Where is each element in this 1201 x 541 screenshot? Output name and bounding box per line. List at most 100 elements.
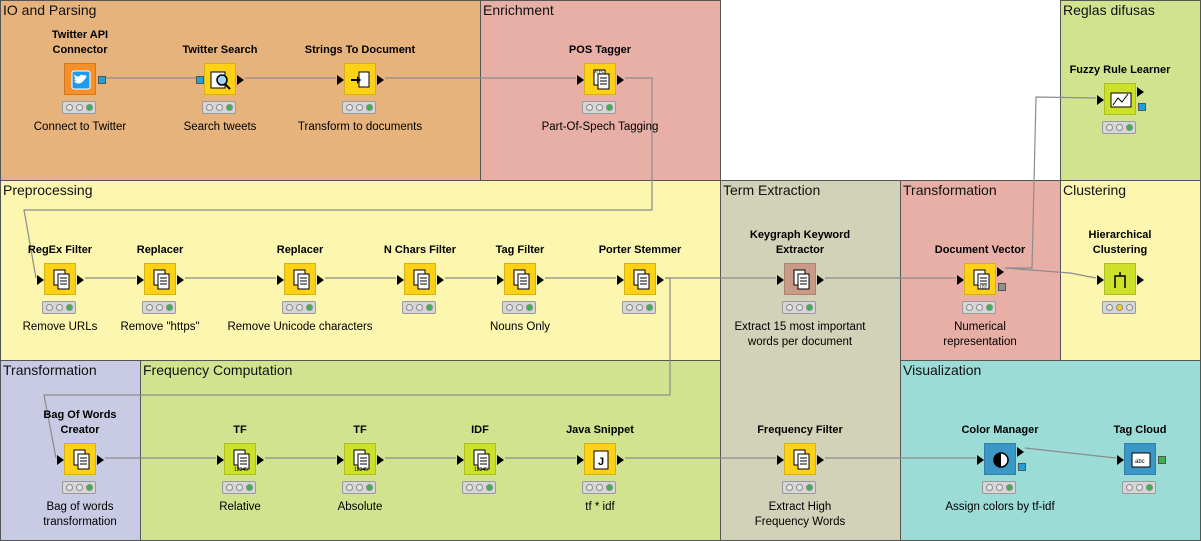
node-description: Connect to Twitter bbox=[33, 121, 127, 133]
output-port[interactable] bbox=[98, 76, 106, 84]
output-port-secondary[interactable] bbox=[1138, 103, 1146, 111]
output-port[interactable] bbox=[317, 275, 324, 285]
input-port[interactable] bbox=[337, 455, 344, 465]
output-port[interactable] bbox=[997, 267, 1004, 277]
connection-colormgr-to-tagcloud[interactable] bbox=[1024, 447, 1117, 459]
svg-text:12345: 12345 bbox=[234, 467, 248, 473]
connection-docvector-to-hier[interactable] bbox=[1004, 267, 1097, 279]
output-port[interactable] bbox=[237, 75, 244, 85]
output-port[interactable] bbox=[437, 275, 444, 285]
document-filter-icon[interactable] bbox=[277, 263, 324, 295]
dendrogram-icon[interactable] bbox=[1097, 263, 1144, 295]
document-filter-icon[interactable] bbox=[57, 443, 104, 475]
input-port[interactable] bbox=[277, 275, 284, 285]
frequency-icon[interactable]: 12345 bbox=[457, 443, 504, 475]
input-port[interactable] bbox=[497, 275, 504, 285]
node-description: Numerical representation bbox=[943, 321, 1017, 348]
document-vector-icon[interactable]: 101 bbox=[957, 263, 1006, 295]
fuzzy-rule-icon[interactable] bbox=[1097, 83, 1146, 115]
tag-cloud-icon[interactable]: abc bbox=[1117, 443, 1166, 475]
input-port[interactable] bbox=[957, 275, 964, 285]
document-arrow-icon[interactable] bbox=[337, 63, 384, 95]
output-port[interactable] bbox=[1158, 456, 1166, 464]
input-port[interactable] bbox=[337, 75, 344, 85]
output-port[interactable] bbox=[377, 455, 384, 465]
connection-pos-tagger-to-regex[interactable] bbox=[23, 77, 653, 279]
document-filter-icon[interactable] bbox=[617, 263, 664, 295]
output-port[interactable] bbox=[817, 275, 824, 285]
input-port[interactable] bbox=[777, 455, 784, 465]
document-filter-icon[interactable] bbox=[37, 263, 84, 295]
input-port[interactable] bbox=[617, 275, 624, 285]
color-drop-icon[interactable] bbox=[977, 443, 1026, 475]
output-port[interactable] bbox=[1017, 447, 1024, 457]
magnifier-icon[interactable] bbox=[196, 63, 244, 95]
status-dot-idle bbox=[216, 104, 223, 111]
output-port[interactable] bbox=[97, 455, 104, 465]
status-dot-idle bbox=[986, 484, 993, 491]
connection-porter-to-bow[interactable] bbox=[43, 277, 671, 459]
connection-docvector-to-fuzzy-learner[interactable] bbox=[1005, 96, 1097, 269]
input-port[interactable] bbox=[57, 455, 64, 465]
output-port[interactable] bbox=[617, 455, 624, 465]
output-port[interactable] bbox=[657, 275, 664, 285]
node-title: Java Snippet bbox=[566, 424, 634, 436]
status-dot-idle bbox=[66, 104, 73, 111]
status-dot-idle bbox=[56, 304, 63, 311]
status-traffic-light bbox=[342, 481, 376, 494]
input-port[interactable] bbox=[1097, 95, 1104, 105]
output-port[interactable] bbox=[497, 455, 504, 465]
frequency-icon[interactable]: 12345 bbox=[337, 443, 384, 475]
document-filter-icon[interactable] bbox=[777, 263, 824, 295]
input-port[interactable] bbox=[777, 275, 784, 285]
input-port[interactable] bbox=[457, 455, 464, 465]
java-document-icon[interactable]: J bbox=[577, 443, 624, 475]
output-port[interactable] bbox=[537, 275, 544, 285]
annotation-label: Frequency Computation bbox=[143, 362, 293, 378]
output-port-secondary[interactable] bbox=[1018, 463, 1026, 471]
output-port[interactable] bbox=[617, 75, 624, 85]
document-filter-icon[interactable] bbox=[497, 263, 544, 295]
node-description: Remove URLs bbox=[22, 321, 98, 333]
annotation-label: Transformation bbox=[903, 182, 997, 198]
input-port[interactable] bbox=[1097, 275, 1104, 285]
document-filter-icon[interactable] bbox=[137, 263, 184, 295]
input-port[interactable] bbox=[137, 275, 144, 285]
output-port-secondary[interactable] bbox=[998, 283, 1006, 291]
output-port[interactable] bbox=[377, 75, 384, 85]
output-port[interactable] bbox=[177, 275, 184, 285]
input-port[interactable] bbox=[217, 455, 224, 465]
output-port[interactable] bbox=[1137, 275, 1144, 285]
node-title: Tag Filter bbox=[495, 244, 545, 256]
status-dot-idle bbox=[476, 484, 483, 491]
annotation-label: Term Extraction bbox=[723, 182, 821, 198]
input-port[interactable] bbox=[977, 455, 984, 465]
status-dot-green bbox=[306, 304, 313, 311]
node-description: Absolute bbox=[337, 501, 383, 513]
frequency-icon[interactable]: 12345 bbox=[217, 443, 264, 475]
status-dot-idle bbox=[996, 484, 1003, 491]
status-dot-green bbox=[526, 304, 533, 311]
node-title: Bag Of Words Creator bbox=[43, 409, 117, 436]
status-dot-green bbox=[806, 484, 813, 491]
input-port[interactable] bbox=[397, 275, 404, 285]
document-filter-icon[interactable] bbox=[777, 443, 824, 475]
input-port[interactable] bbox=[577, 455, 584, 465]
node-title: Strings To Document bbox=[304, 44, 416, 56]
node-title: Keygraph Keyword Extractor bbox=[749, 229, 851, 256]
pos-document-icon[interactable]: POS bbox=[577, 63, 624, 95]
output-port[interactable] bbox=[1137, 87, 1144, 97]
status-dot-idle bbox=[1106, 304, 1113, 311]
document-filter-icon[interactable] bbox=[397, 263, 444, 295]
output-port[interactable] bbox=[257, 455, 264, 465]
output-port[interactable] bbox=[817, 455, 824, 465]
input-port[interactable] bbox=[577, 75, 584, 85]
node-title: Twitter API Connector bbox=[51, 29, 109, 56]
twitter-bird-icon[interactable] bbox=[64, 63, 106, 95]
input-port[interactable] bbox=[196, 76, 204, 84]
input-port[interactable] bbox=[1117, 455, 1124, 465]
status-dot-idle bbox=[966, 304, 973, 311]
output-port[interactable] bbox=[77, 275, 84, 285]
input-port[interactable] bbox=[37, 275, 44, 285]
